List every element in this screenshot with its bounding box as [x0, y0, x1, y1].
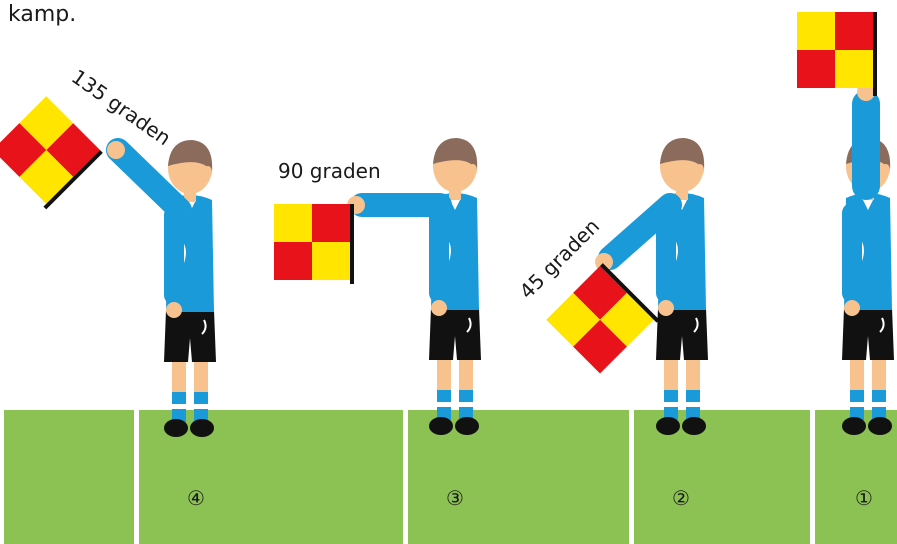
position-marker-1: ①: [855, 486, 873, 510]
position-marker-3: ③: [446, 486, 464, 510]
position-marker-4: ④: [187, 486, 205, 510]
referee-45-degrees: [546, 138, 708, 435]
angle-label-90: 90 graden: [278, 159, 381, 183]
position-marker-2: ②: [672, 486, 690, 510]
referee-135-degrees: [0, 96, 216, 437]
referee-0-degrees: [797, 12, 894, 435]
